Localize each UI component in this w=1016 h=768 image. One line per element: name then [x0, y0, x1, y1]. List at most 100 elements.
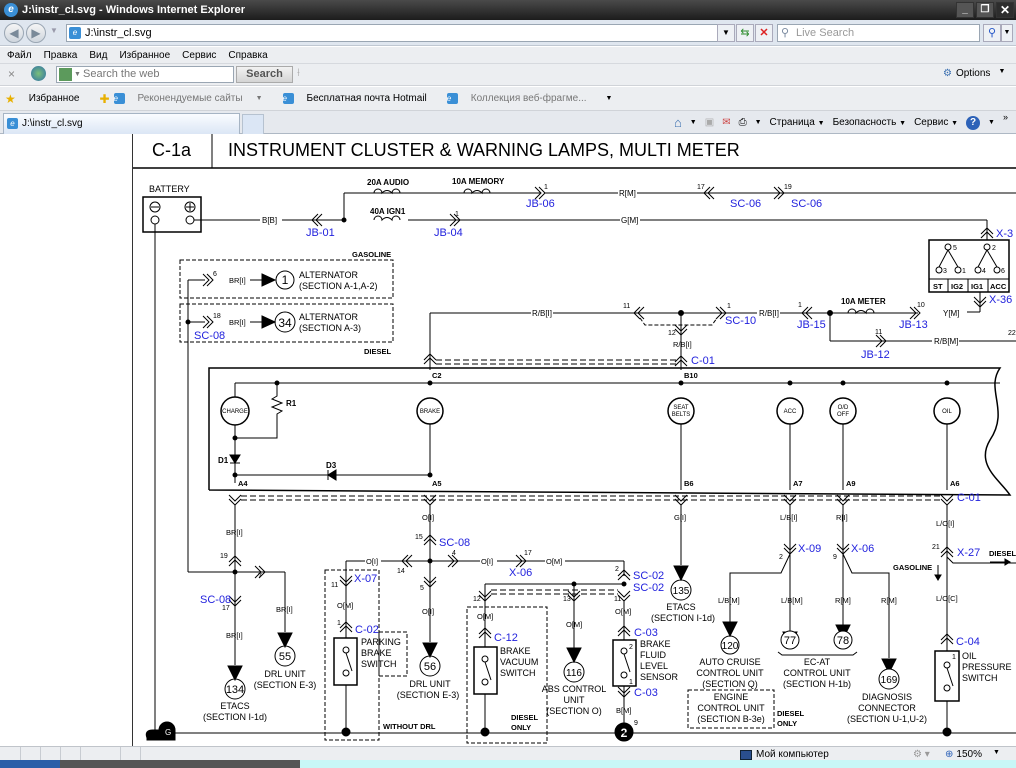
options-button[interactable]: ⚙ Options ▼ — [943, 68, 1006, 79]
variant-label: GASOLINE — [893, 563, 932, 572]
svg-text:CONTROL UNIT: CONTROL UNIT — [697, 703, 765, 713]
menu-tools[interactable]: Сервис — [182, 49, 217, 61]
menu-favorites[interactable]: Избранное — [119, 49, 171, 61]
live-search-input[interactable]: ⚲ Live Search — [777, 24, 980, 42]
menu-file[interactable]: Файл — [7, 49, 32, 61]
fuse-ign1-icon — [373, 215, 401, 222]
protected-mode-icon[interactable]: ⚙ ▾ — [913, 749, 930, 760]
tools-menu[interactable]: Сервис ▼ — [914, 117, 959, 128]
globe-icon[interactable] — [31, 66, 46, 81]
svg-text:BRAKE: BRAKE — [420, 409, 440, 415]
live-search-button[interactable]: ⚲ — [983, 24, 1001, 42]
chevron-more-icon[interactable]: » — [1002, 111, 1008, 122]
svg-text:2: 2 — [629, 644, 633, 651]
reference-circle — [224, 678, 246, 700]
provider-dropdown-icon[interactable]: ▼ — [74, 71, 81, 78]
svg-text:1: 1 — [629, 679, 633, 686]
reference-circle — [274, 645, 296, 667]
tab-bar: e J:\instr_cl.svg ⌂ ▼ ▣ ✉ ⎙ ▼ Страница ▼ Б… — [0, 111, 1016, 134]
page-content: C-1a INSTRUMENT CLUSTER & WARNING LAMPS,… — [0, 134, 1016, 746]
add-favorite-icon[interactable]: ✚ — [99, 91, 110, 106]
forward-button[interactable]: ▶ — [26, 23, 46, 43]
svg-text:G: G — [165, 728, 171, 737]
help-icon[interactable]: ? — [966, 115, 981, 130]
menu-edit[interactable]: Правка — [43, 49, 78, 61]
fuse-meter-icon — [847, 308, 875, 315]
svg-text:5: 5 — [420, 585, 424, 592]
wire-label: BR[I] — [276, 605, 293, 614]
connector-sc02b: SC-02 — [633, 582, 664, 594]
home-dropdown-icon[interactable]: ▼ — [689, 119, 697, 126]
menu-view[interactable]: Вид — [89, 49, 108, 61]
svg-text:(SECTION U-1,U-2): (SECTION U-1,U-2) — [847, 714, 927, 724]
connector-icon — [633, 306, 641, 320]
toolbar-grip-icon[interactable]: ⟊ — [297, 67, 300, 79]
wire-label: L/O[C] — [936, 594, 958, 603]
svg-text:SENSOR: SENSOR — [640, 672, 679, 682]
safety-menu[interactable]: Безопасность ▼ — [832, 117, 907, 128]
connector-sc08b: SC-08 — [200, 594, 231, 606]
close-toolbar-icon[interactable]: × — [8, 67, 16, 81]
svg-text:(SECTION H-1b): (SECTION H-1b) — [783, 679, 851, 689]
wiring-diagram: C-1a INSTRUMENT CLUSTER & WARNING LAMPS,… — [133, 134, 1016, 744]
page-menu[interactable]: Страница ▼ — [769, 117, 825, 128]
svg-text:17: 17 — [524, 550, 532, 557]
back-button[interactable]: ◀ — [4, 23, 24, 43]
fuse-label: 40A IGN1 — [370, 207, 406, 216]
connector-x09: X-09 — [798, 543, 821, 555]
menu-help[interactable]: Справка — [228, 49, 268, 61]
wire-label: L/B[M] — [781, 596, 803, 605]
address-input[interactable]: e J:\instr_cl.svg — [66, 24, 718, 42]
svg-text:BRAKE: BRAKE — [640, 639, 671, 649]
connector-icon — [773, 186, 781, 200]
svg-text:D3: D3 — [326, 461, 337, 470]
restore-button[interactable]: ❐ — [976, 2, 994, 18]
mail-icon[interactable]: ✉ — [722, 117, 731, 128]
connector-c03a: C-03 — [634, 627, 658, 639]
address-dropdown-button[interactable]: ▼ — [717, 24, 735, 42]
rss-feed-icon[interactable]: ▣ — [704, 117, 715, 128]
svg-text:C2: C2 — [432, 371, 442, 380]
wire-label: O[I] — [422, 513, 434, 522]
refresh-button[interactable]: ⇆ — [736, 24, 754, 42]
web-search-input[interactable]: ▼ Search the web — [56, 66, 234, 83]
svg-text:120: 120 — [722, 641, 739, 652]
ground-point-2 — [614, 722, 634, 742]
web-search-button[interactable]: Search — [236, 66, 293, 83]
ign-pos-ig2: IG2 — [951, 282, 963, 291]
search-options-dropdown[interactable]: ▼ — [1001, 24, 1013, 42]
options-gear-icon: ⚙ — [943, 68, 952, 79]
close-button[interactable]: ✕ — [996, 2, 1014, 18]
zoom-control[interactable]: ⊕ 150% ▼ — [945, 749, 1000, 760]
home-icon[interactable]: ⌂ — [673, 115, 682, 130]
svg-text:ALTERNATOR: ALTERNATOR — [299, 270, 359, 280]
connector-icon — [875, 334, 883, 348]
connector-jb15: JB-15 — [797, 319, 826, 331]
favorites-button[interactable]: ★Избранное — [5, 91, 80, 106]
svg-text:ABS CONTROL: ABS CONTROL — [542, 684, 607, 694]
wire-label: R/B[I] — [532, 309, 552, 318]
print-dropdown-icon[interactable]: ▼ — [754, 119, 762, 126]
variant-label: DIESEL — [989, 549, 1016, 558]
connector-c01a: C-01 — [691, 355, 715, 367]
connector-icon — [534, 186, 542, 200]
svg-text:SWITCH: SWITCH — [361, 659, 397, 669]
help-dropdown-icon[interactable]: ▼ — [988, 119, 995, 126]
new-tab-button[interactable] — [242, 114, 264, 134]
history-dropdown-icon[interactable]: ▼ — [50, 26, 58, 35]
svg-text:PARKING: PARKING — [361, 637, 401, 647]
print-icon[interactable]: ⎙ — [738, 117, 747, 128]
connector-icon — [703, 186, 711, 200]
svg-text:9: 9 — [833, 554, 837, 561]
minimize-button[interactable]: _ — [956, 2, 974, 18]
tab-instr-cl[interactable]: e J:\instr_cl.svg — [3, 113, 240, 134]
svg-text:1: 1 — [282, 273, 289, 287]
svg-text:1: 1 — [952, 654, 956, 661]
dropdown-icon: ▼ — [255, 95, 263, 102]
stop-button[interactable]: ✕ — [755, 24, 773, 42]
wire-label: O[M] — [546, 557, 562, 566]
wire-label: BR[I] — [229, 276, 246, 285]
